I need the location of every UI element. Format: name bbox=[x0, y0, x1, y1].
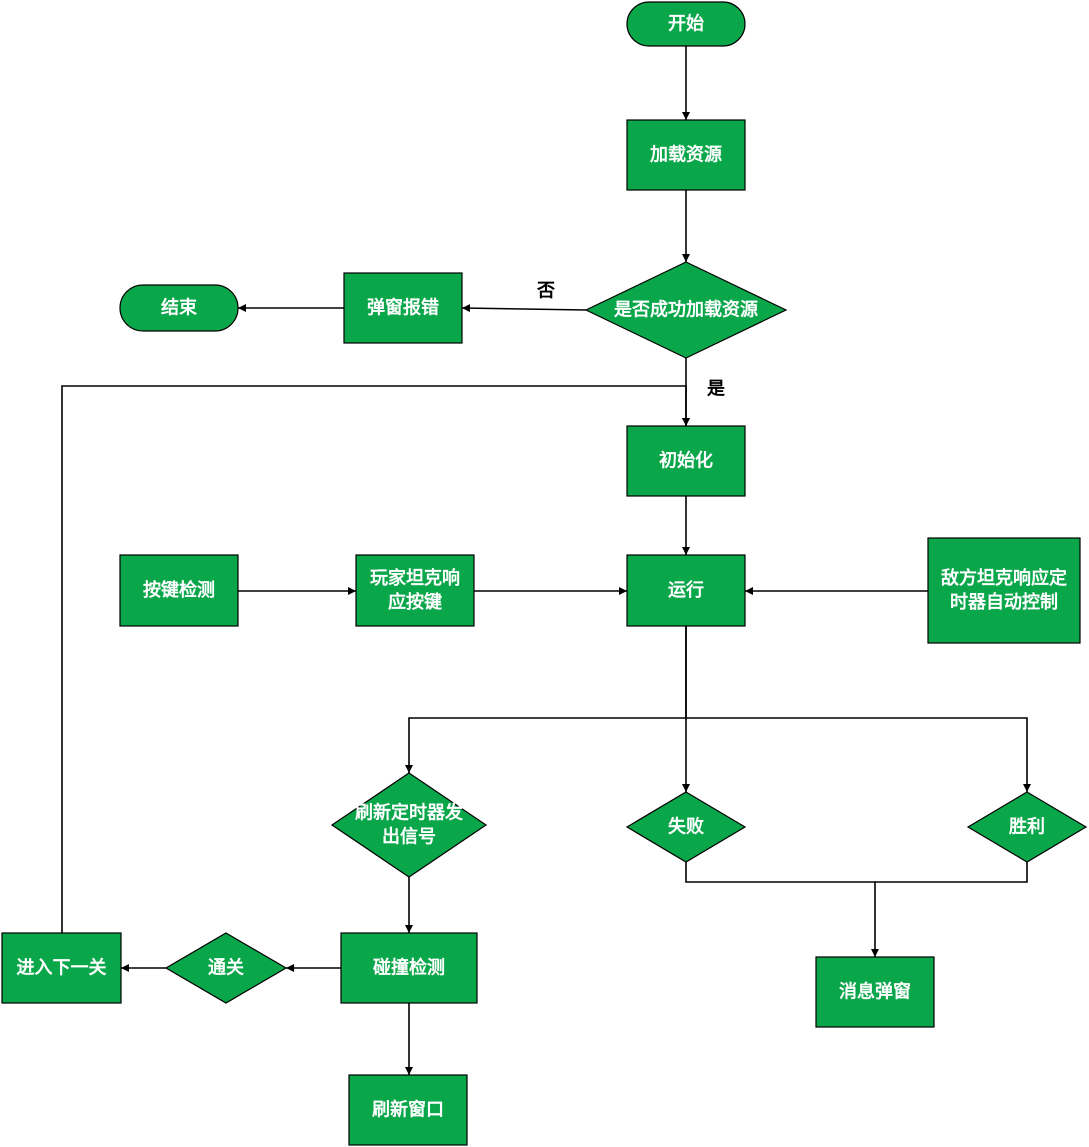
node-label-check-load: 是否成功加载资源 bbox=[613, 299, 758, 321]
node-collision: 碰撞检测 bbox=[340, 932, 478, 1004]
node-label-timer-signal: 出信号 bbox=[382, 826, 436, 848]
node-shape-refresh-window bbox=[348, 1074, 468, 1146]
node-label-fail: 失败 bbox=[668, 816, 704, 838]
edge-check_load-to-error_popup bbox=[461, 304, 587, 313]
edge-label-check_load-to-error_popup: 否 bbox=[536, 281, 555, 302]
node-shape-key-detect bbox=[119, 554, 239, 627]
edge-run-to-win bbox=[686, 717, 1031, 792]
node-next-level: 进入下一关 bbox=[1, 932, 122, 1004]
node-shape-error-popup bbox=[343, 272, 463, 344]
node-shape-player-respond bbox=[355, 554, 475, 627]
node-start: 开始 bbox=[626, 1, 746, 47]
node-refresh-window: 刷新窗口 bbox=[348, 1074, 468, 1146]
node-init: 初始化 bbox=[626, 425, 746, 497]
node-shape-init bbox=[626, 425, 746, 497]
node-shape-collision bbox=[340, 932, 478, 1004]
node-label-enemy-control: 时器自动控制 bbox=[950, 591, 1058, 613]
node-label-refresh-window: 刷新窗口 bbox=[372, 1099, 444, 1121]
node-error-popup: 弹窗报错 bbox=[343, 272, 463, 344]
node-check-load: 是否成功加载资源 bbox=[584, 261, 788, 359]
node-win: 胜利 bbox=[966, 791, 1088, 863]
node-label-load: 加载资源 bbox=[649, 144, 722, 166]
edge-fail-to-message_popup bbox=[685, 862, 879, 957]
node-label-collision: 碰撞检测 bbox=[373, 957, 445, 979]
node-label-clear: 通关 bbox=[208, 957, 244, 979]
node-shape-enemy-control bbox=[927, 537, 1081, 644]
node-shape-message-popup bbox=[815, 956, 935, 1028]
edges: 否是 bbox=[61, 46, 1031, 1075]
edge-label-check_load-to-init: 是 bbox=[706, 379, 725, 400]
node-label-start: 开始 bbox=[668, 13, 704, 35]
node-key-detect: 按键检测 bbox=[119, 554, 239, 627]
node-label-init: 初始化 bbox=[659, 450, 713, 472]
edge-win-to-message_popup bbox=[875, 862, 1028, 883]
node-label-win: 胜利 bbox=[1009, 816, 1045, 838]
node-label-timer-signal: 刷新定时器发 bbox=[355, 802, 464, 824]
node-shape-start bbox=[626, 1, 746, 47]
node-label-message-popup: 消息弹窗 bbox=[839, 981, 911, 1003]
node-label-end: 结束 bbox=[161, 297, 198, 319]
node-shape-next-level bbox=[1, 932, 122, 1004]
node-shape-run bbox=[626, 554, 746, 627]
node-shape-check-load bbox=[584, 261, 788, 359]
node-clear: 通关 bbox=[164, 932, 288, 1004]
node-shape-end bbox=[119, 284, 239, 332]
node-shape-load bbox=[626, 119, 746, 191]
node-label-key-detect: 按键检测 bbox=[143, 579, 215, 601]
edge-next_level-to-init bbox=[61, 385, 690, 933]
node-label-enemy-control: 敌方坦克响应定 bbox=[941, 567, 1067, 589]
node-message-popup: 消息弹窗 bbox=[815, 956, 935, 1028]
node-label-error-popup: 弹窗报错 bbox=[367, 297, 439, 319]
node-shape-win bbox=[966, 791, 1088, 863]
node-fail: 失败 bbox=[625, 791, 747, 863]
node-label-player-respond: 应按键 bbox=[388, 591, 442, 613]
node-label-next-level: 进入下一关 bbox=[17, 957, 107, 979]
edge-run-to-timer_signal bbox=[405, 626, 687, 773]
node-run: 运行 bbox=[626, 554, 746, 627]
node-end: 结束 bbox=[119, 284, 239, 332]
node-shape-fail bbox=[625, 791, 747, 863]
node-load: 加载资源 bbox=[626, 119, 746, 191]
node-label-player-respond: 玩家坦克响 bbox=[370, 567, 460, 589]
node-shape-clear bbox=[164, 932, 288, 1004]
node-label-run: 运行 bbox=[668, 579, 704, 601]
node-shape-timer-signal bbox=[330, 772, 488, 878]
